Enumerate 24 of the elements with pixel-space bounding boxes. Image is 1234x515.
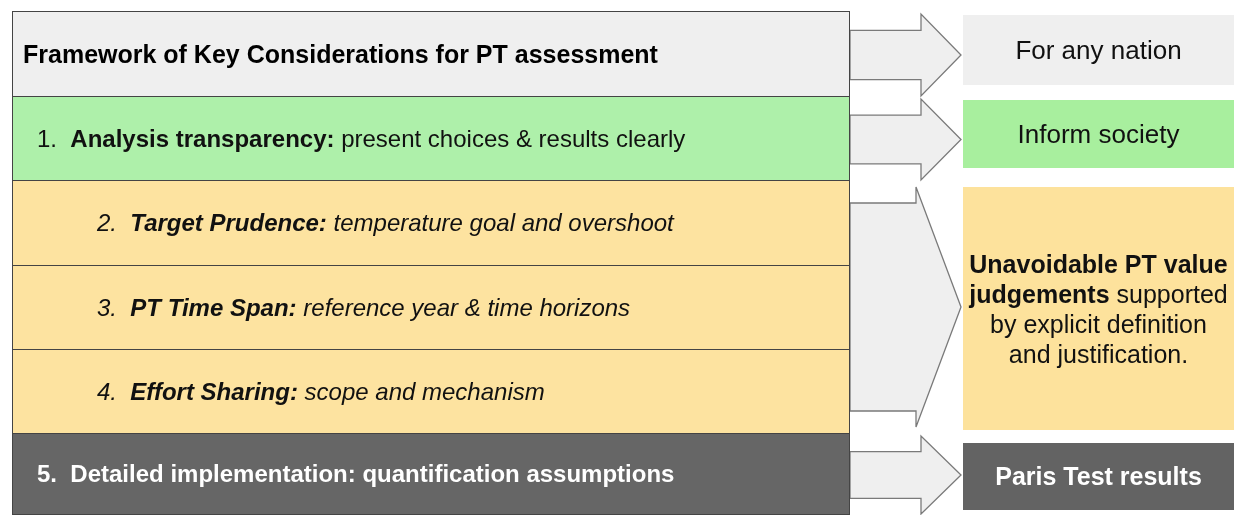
consideration-row [12,349,850,434]
block-arrow [849,97,962,182]
row-text: 3. PT Time Span: reference year & time horizons [97,293,631,322]
implementation-row [12,433,850,515]
row-text: 1. Analysis transparency: present choices & results clearly [37,124,686,153]
consideration-row [12,180,850,266]
outcome-text: Inform society [1017,118,1180,150]
block-arrow [849,434,962,515]
row-text: 2. Target Prudence: temperature goal and overshoot [97,209,674,237]
outcome-box [963,443,1234,510]
header-row [12,11,850,97]
outcome-text: Unavoidable PT value judgements supported by explicit definition and justification. [969,248,1228,369]
outcome-box [963,187,1234,430]
consideration-row [12,96,850,181]
consideration-row [12,265,850,350]
row-text: 4. Effort Sharing: scope and mechanism [97,377,545,406]
row-text: 5. Detailed implementation: quantification assumptions [37,460,675,488]
outcome-text: Paris Test results [995,462,1202,491]
block-arrow [849,186,962,428]
outcome-box [963,100,1234,168]
outcome-text: For any nation [1015,34,1182,66]
block-arrow [849,12,962,98]
outcome-box [963,15,1234,85]
row-text: Framework of Key Considerations for PT assessment [23,39,658,69]
